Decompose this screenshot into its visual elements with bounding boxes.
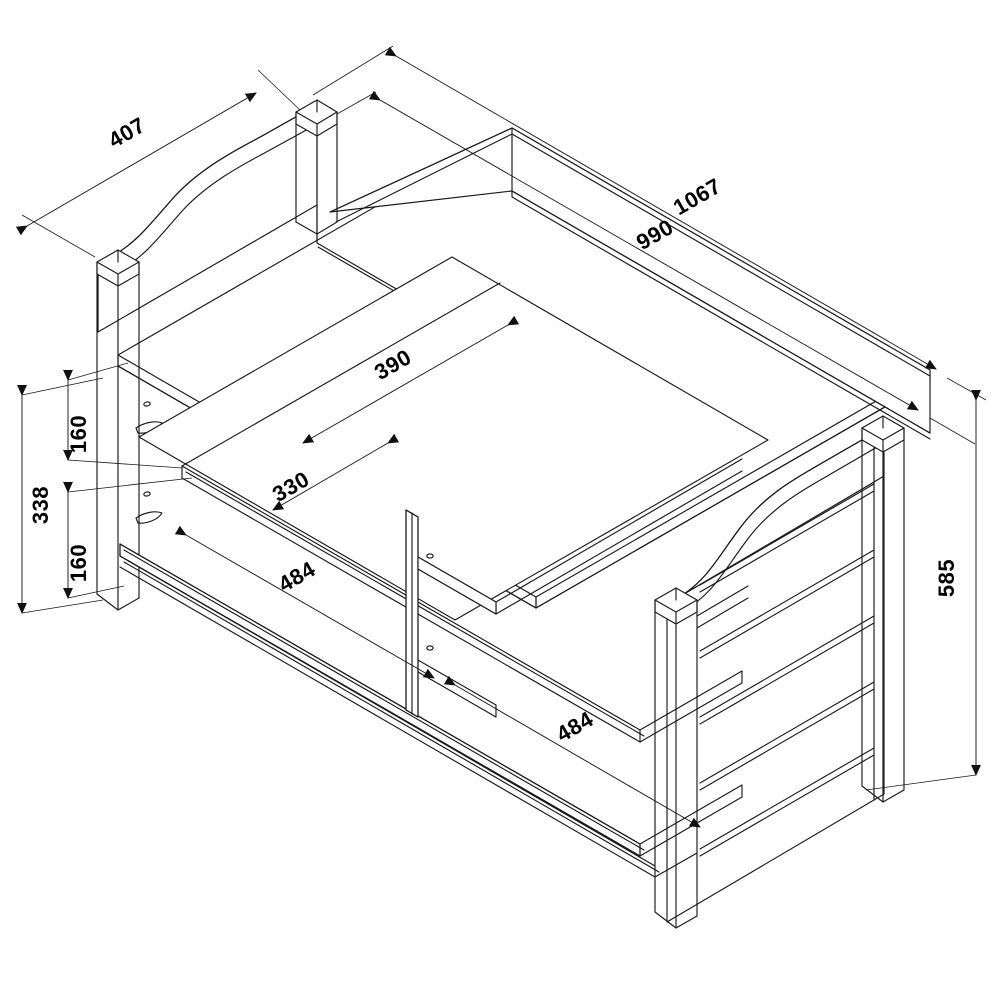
dimension-label-gap-upper-160: 160 [66,414,92,454]
dimension-label-gap-lower-160: 160 [66,543,92,583]
dimension-label-stack-338: 338 [28,485,54,525]
right-bay-shelf-edge [696,585,749,629]
front-bottom-rail [654,852,698,878]
dimension-lines [15,45,987,828]
back-slat-panel [666,475,885,923]
right-back-post [861,415,905,803]
left-front-post [96,249,163,611]
dimension-label-height-585: 585 [934,558,960,598]
left-back-post [295,99,338,244]
